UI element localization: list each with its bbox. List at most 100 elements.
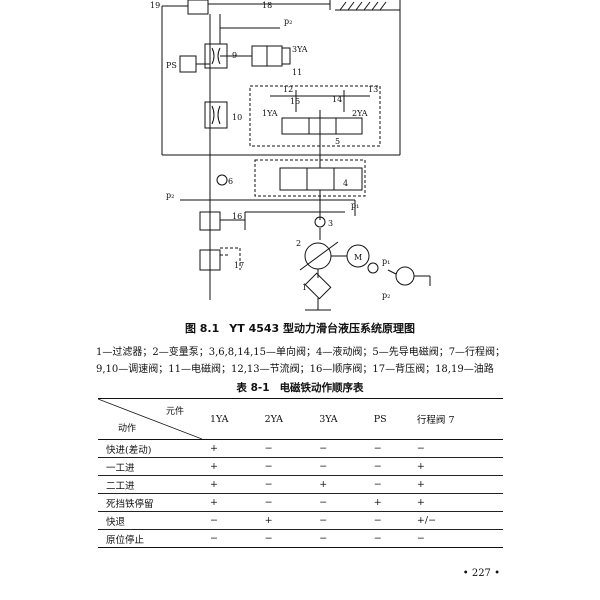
label-p1: p₁ <box>351 201 359 210</box>
label-3: 3 <box>328 219 333 228</box>
table-cell: − <box>365 529 409 548</box>
valve-5 <box>281 117 363 135</box>
corner-top-label: 元件 <box>165 407 184 417</box>
column-header-ps: PS <box>365 398 409 440</box>
valve-4 <box>279 167 363 191</box>
table-corner-cell: 元件 动作 <box>98 398 202 440</box>
table-cell: + <box>408 457 503 476</box>
legend-line-1: 1—过滤器；2—变量泵；3,6,8,14,15—单向阀；4—液动阀；5—先导电磁… <box>96 347 506 358</box>
corner-bottom-label: 动作 <box>118 424 137 434</box>
figure-title: YT 4543 型动力滑台液压系统原理图 <box>229 322 416 335</box>
table-cell: − <box>256 475 312 494</box>
label-10: 10 <box>232 113 242 122</box>
label-2ya: 2YA <box>352 109 368 118</box>
row-label: 死挡铁停留 <box>98 493 202 512</box>
pressure-switch <box>179 55 197 73</box>
table-cell: − <box>408 529 503 548</box>
label-p2-mid: p₂ <box>166 191 174 200</box>
table-cell: − <box>256 529 312 548</box>
label-p1-gauge: p₁ <box>382 257 390 266</box>
table-row: 二工进 + − + − + <box>98 475 503 494</box>
variable-pump <box>304 242 332 270</box>
hydraulic-valve-box <box>254 159 366 197</box>
column-header-travel-valve: 行程阀 7 <box>408 398 503 440</box>
table-row: 快进(差动) + − − − − <box>98 439 503 458</box>
table-cell: − <box>365 457 409 476</box>
pilot-box <box>249 85 381 147</box>
table-cell: − <box>365 439 409 458</box>
motor <box>346 244 370 268</box>
figure-legend: 1—过滤器；2—变量泵；3,6,8,14,15—单向阀；4—液动阀；5—先导电磁… <box>96 344 516 378</box>
table-cell: +/− <box>408 511 503 530</box>
column-header-1ya: 1YA <box>202 398 257 440</box>
label-p2-gauge: p₂ <box>382 291 390 300</box>
table-cell: − <box>311 529 366 548</box>
label-1ya: 1YA <box>262 109 278 118</box>
label-2: 2 <box>296 239 301 248</box>
table-cell: − <box>256 493 312 512</box>
page-number: • 227 • <box>462 568 500 579</box>
table-cell: + <box>202 493 257 512</box>
check-valve-6 <box>216 174 228 186</box>
label-19: 19 <box>150 1 160 10</box>
table-cell: − <box>365 511 409 530</box>
label-16: 16 <box>232 212 242 221</box>
table-row: 死挡铁停留 + − − + + <box>98 493 503 512</box>
valve-10 <box>204 101 228 129</box>
label-6: 6 <box>228 177 233 186</box>
label-4: 4 <box>343 179 348 188</box>
table-cell: + <box>365 493 409 512</box>
figure-caption: 图 8.1 YT 4543 型动力滑台液压系统原理图 <box>0 320 600 336</box>
table-cell: − <box>365 475 409 494</box>
column-header-2ya: 2YA <box>256 398 312 440</box>
label-9: 9 <box>232 51 237 60</box>
row-label: 原位停止 <box>98 529 202 548</box>
table-cell: + <box>202 439 257 458</box>
table-cell: + <box>311 475 366 494</box>
valve-16 <box>199 211 221 231</box>
hydraulic-schematic: 19 18 p₂ 9 3YA 11 PS 10 12 13 14 15 1YA … <box>150 0 431 311</box>
table-cell: − <box>311 493 366 512</box>
pressure-gauge <box>395 266 415 286</box>
label-ps: PS <box>166 61 177 70</box>
cylinder-rod-block <box>187 0 209 15</box>
table-row: 快退 − + − − +/− <box>98 511 503 530</box>
table-cell: + <box>408 475 503 494</box>
label-p2-top: p₂ <box>284 17 292 26</box>
table-cell: + <box>202 457 257 476</box>
table-row: 原位停止 − − − − − <box>98 529 503 548</box>
label-17: 17 <box>234 261 244 270</box>
table-cell: − <box>311 457 366 476</box>
table-cell: − <box>408 439 503 458</box>
label-18: 18 <box>262 1 272 10</box>
label-3ya: 3YA <box>292 45 308 54</box>
row-label: 快进(差动) <box>98 439 202 458</box>
label-1: 1 <box>302 283 307 292</box>
label-12: 12 <box>283 85 293 94</box>
check-valve-3 <box>314 216 326 228</box>
table-cell: − <box>202 511 257 530</box>
label-14: 14 <box>332 95 342 104</box>
table-cell: + <box>256 511 312 530</box>
column-header-3ya: 3YA <box>311 398 366 440</box>
table-cell: − <box>311 439 366 458</box>
label-15: 15 <box>290 97 300 106</box>
ground-hatch <box>339 1 387 11</box>
row-label: 二工进 <box>98 475 202 494</box>
figure-number: 图 8.1 <box>184 322 220 335</box>
table-header-row: 元件 动作 1YA 2YA 3YA PS 行程阀 7 <box>98 398 503 440</box>
table-cell: + <box>408 493 503 512</box>
table-row: 一工进 + − − − + <box>98 457 503 476</box>
table-caption: 表 8-1 电磁铁动作顺序表 <box>0 380 600 395</box>
legend-line-2: 9,10—调速阀；11—电磁阀；12,13—节流阀；16—顺序阀；17—背压阀；… <box>96 364 494 375</box>
valve-17 <box>199 249 221 271</box>
label-11: 11 <box>292 68 302 77</box>
table-cell: − <box>256 439 312 458</box>
table-cell: − <box>256 457 312 476</box>
table-number: 表 8-1 <box>236 382 270 394</box>
solenoid-sequence-table: 元件 动作 1YA 2YA 3YA PS 行程阀 7 快进(差动) + − − … <box>98 398 503 548</box>
row-label: 一工进 <box>98 457 202 476</box>
table-title: 电磁铁动作顺序表 <box>279 382 364 394</box>
table-cell: + <box>202 475 257 494</box>
filter <box>304 272 332 300</box>
